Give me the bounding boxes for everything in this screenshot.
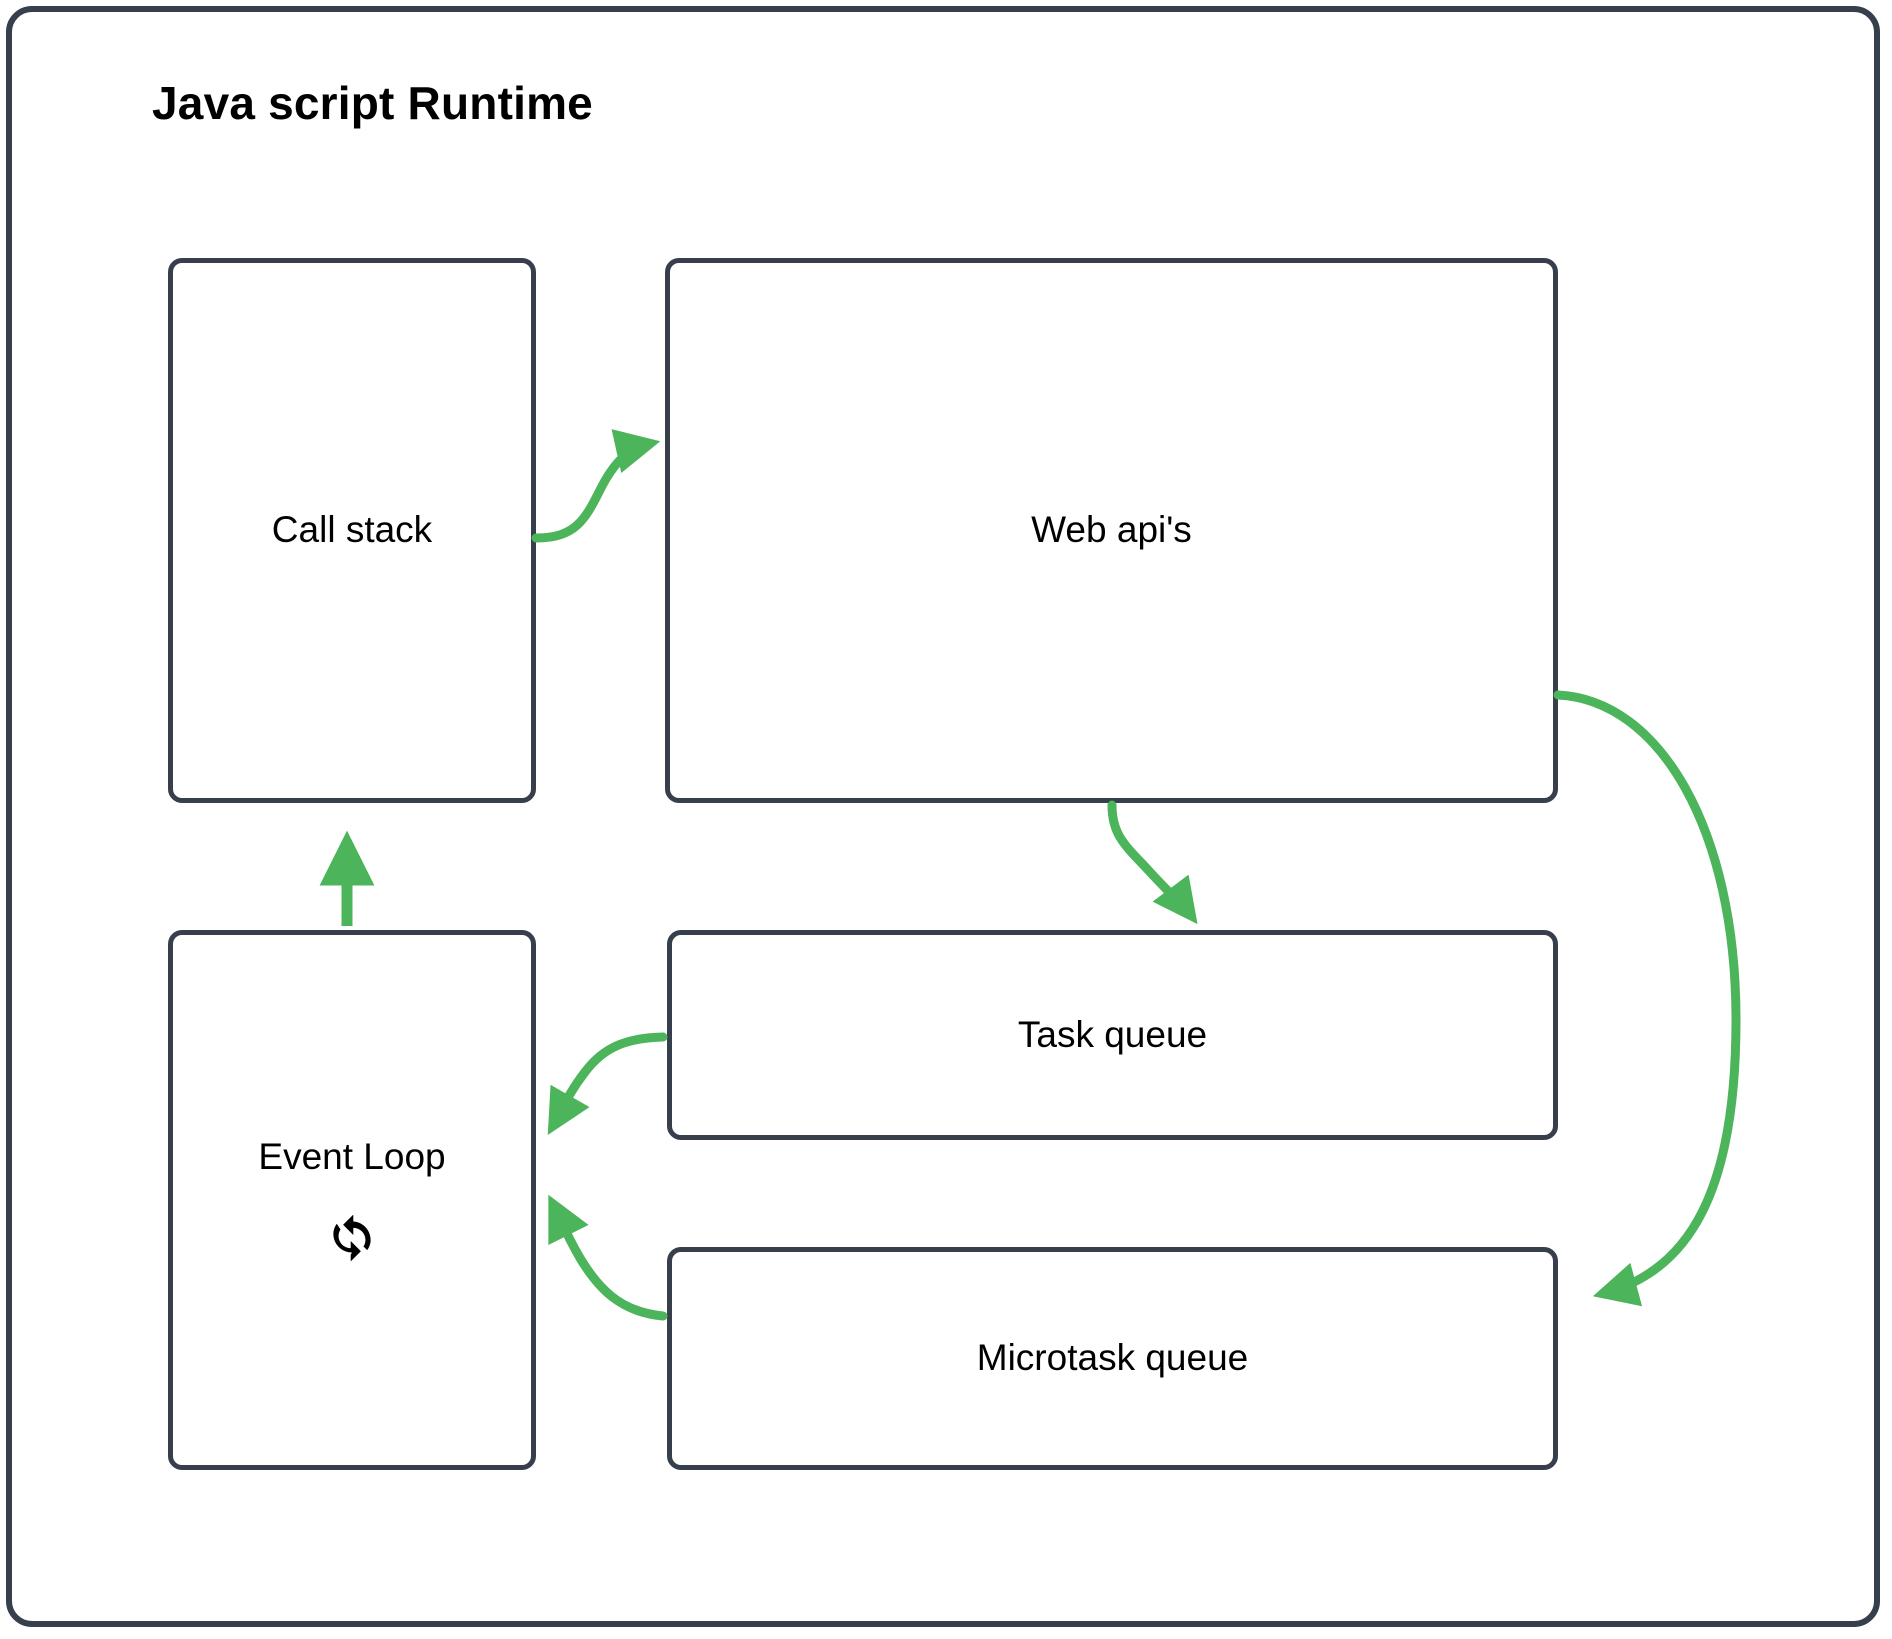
node-web-apis-label: Web api's bbox=[1031, 509, 1192, 551]
node-task-queue-label: Task queue bbox=[1017, 1013, 1208, 1055]
node-event-loop-label: Event Loop bbox=[258, 1135, 446, 1177]
node-task-queue[interactable]: Task queue bbox=[667, 930, 1558, 1140]
node-call-stack[interactable]: Call stack bbox=[168, 258, 536, 803]
node-event-loop[interactable]: Event Loop bbox=[168, 930, 536, 1470]
node-microtask-queue[interactable]: Microtask queue bbox=[667, 1247, 1558, 1470]
loop-refresh-icon bbox=[333, 1214, 371, 1262]
node-web-apis[interactable]: Web api's bbox=[665, 258, 1558, 803]
page-title: Java script Runtime bbox=[152, 77, 593, 129]
node-microtask-queue-label: Microtask queue bbox=[976, 1337, 1249, 1379]
node-call-stack-label: Call stack bbox=[271, 509, 433, 551]
